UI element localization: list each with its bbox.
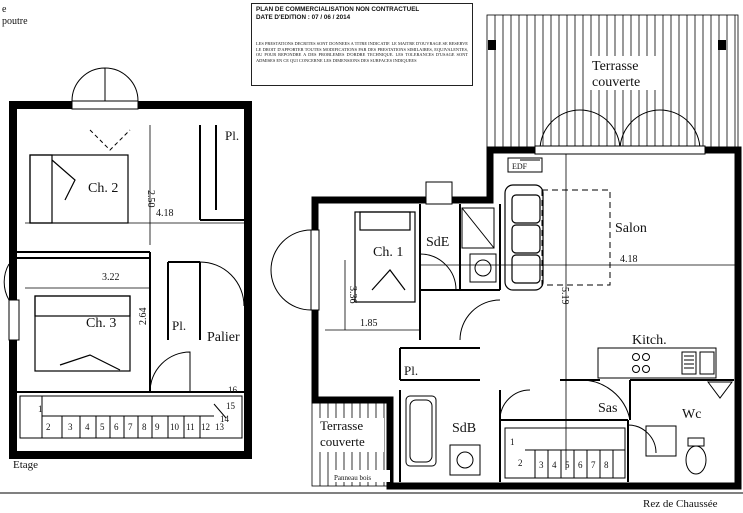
svg-text:6: 6: [578, 460, 583, 470]
dim-ch2-width: 4.18: [156, 208, 174, 219]
dim-salon-width: 4.18: [620, 254, 638, 265]
label-panneau-bois: Panneau bois: [334, 474, 371, 482]
rdc-terrace-top: [486, 14, 739, 151]
svg-text:5: 5: [100, 422, 105, 432]
room-label-ch2: Ch. 2: [88, 181, 118, 196]
rdc-labels: Terrasse couverte Salon Ch. 1 SdE Kitch.…: [320, 59, 718, 510]
corner-note-line-2: poutre: [2, 16, 28, 27]
svg-text:5: 5: [565, 460, 570, 470]
svg-text:4: 4: [85, 422, 90, 432]
disclaimer-box: PLAN DE COMMERCIALISATION NON CONTRACTUE…: [251, 3, 473, 86]
room-label-terrasse-bottom-2: couverte: [320, 434, 365, 449]
svg-text:12: 12: [201, 422, 210, 432]
dim-ch1-width: 1.85: [360, 318, 378, 329]
etage-outer-wall: [9, 101, 252, 459]
corner-note-line-1: e: [2, 4, 7, 15]
rdc-stairs: [504, 427, 626, 479]
svg-text:14: 14: [220, 414, 230, 424]
rdc-partitions: [399, 204, 734, 482]
etage-window-left: [8, 299, 20, 341]
label-edf: EDF: [512, 162, 528, 171]
svg-text:8: 8: [142, 422, 147, 432]
svg-text:7: 7: [128, 422, 133, 432]
room-label-ch1: Ch. 1: [373, 245, 403, 260]
etage-labels: Ch. 2 Ch. 3 Pl. Pl. Palier 2.50 4.18 3.2…: [13, 128, 240, 471]
rdc-outer-wall: [311, 146, 742, 490]
etage-window-top: [71, 100, 139, 110]
svg-text:2: 2: [46, 422, 51, 432]
room-label-ch3: Ch. 3: [86, 316, 116, 331]
room-label-terrasse-bottom-1: Terrasse: [320, 418, 363, 433]
room-label-wc: Wc: [682, 407, 701, 422]
room-label-sdb: SdB: [452, 421, 476, 436]
svg-text:2: 2: [518, 458, 523, 468]
etage-stairs: [19, 395, 243, 439]
room-label-terrasse-top-2: couverte: [592, 75, 640, 90]
svg-text:7: 7: [591, 460, 596, 470]
disclaimer-date: DATE D'EDITION : 07 / 06 / 2014: [256, 13, 351, 21]
svg-text:3: 3: [68, 422, 73, 432]
svg-text:9: 9: [155, 422, 160, 432]
svg-text:6: 6: [114, 422, 119, 432]
rdc-sofa: [504, 184, 544, 291]
room-label-sas: Sas: [598, 401, 617, 416]
rdc-kitchen: [597, 347, 733, 399]
svg-text:1: 1: [510, 437, 515, 447]
room-label-kitch: Kitch.: [632, 333, 667, 348]
dim-ch3-depth: 2.64: [138, 308, 149, 326]
svg-text:15: 15: [226, 401, 236, 411]
disclaimer-text: LES PRESTATIONS DECRITES SONT DONNEES A …: [256, 41, 468, 63]
disclaimer-title: PLAN DE COMMERCIALISATION NON CONTRACTUE…: [256, 6, 420, 13]
svg-text:4: 4: [552, 460, 557, 470]
dim-salon-depth: 5.19: [559, 287, 570, 305]
svg-text:3: 3: [539, 460, 544, 470]
room-label-terrasse-top-1: Terrasse: [592, 59, 638, 74]
dim-ch1-depth: 3.36: [347, 286, 358, 304]
room-label-salon: Salon: [615, 221, 647, 236]
etage-balcony-doors: [71, 67, 139, 102]
etage-stair-numbers: 1 2 3 4 5 6 7 8 9 10 11 12 13 14 15 16: [38, 385, 238, 432]
room-label-placard-top: Pl.: [225, 128, 239, 143]
rdc-plan: [0, 14, 743, 494]
svg-text:1: 1: [38, 404, 43, 414]
svg-text:8: 8: [604, 460, 609, 470]
etage-partitions: [17, 125, 244, 393]
room-label-palier: Palier: [207, 330, 240, 345]
svg-text:13: 13: [215, 422, 225, 432]
room-label-placard-mid: Pl.: [172, 318, 186, 333]
level-label-rdc: Rez de Chaussée: [643, 498, 718, 510]
svg-text:11: 11: [186, 422, 195, 432]
dim-ch2-depth: 2.50: [145, 190, 156, 208]
rdc-terrace-doors: [539, 109, 701, 151]
svg-text:10: 10: [170, 422, 180, 432]
rdc-stair-numbers: 1 2 3 4 5 6 7 8: [510, 437, 609, 470]
room-label-placard: Pl.: [404, 363, 418, 378]
svg-text:16: 16: [228, 385, 238, 395]
etage-plan: [3, 67, 252, 459]
room-label-sde: SdE: [426, 235, 449, 250]
corner-note: e poutre: [2, 4, 28, 28]
dim-ch3-width: 3.22: [102, 272, 120, 283]
level-label-etage: Etage: [13, 459, 38, 471]
